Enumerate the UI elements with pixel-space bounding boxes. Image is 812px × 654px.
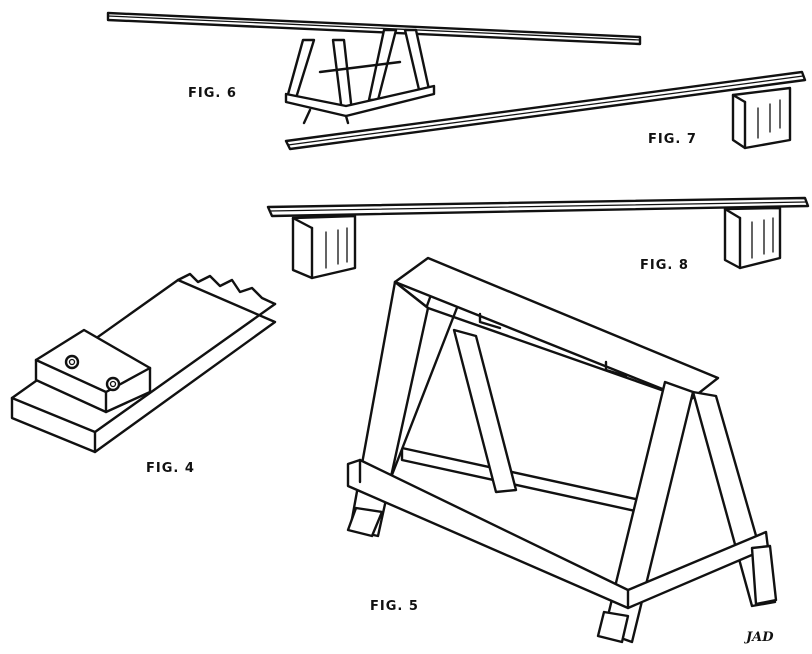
fig6-label: FIG. 6 [188, 86, 237, 101]
fig4-label: FIG. 4 [146, 461, 195, 476]
fig7-label: FIG. 7 [648, 132, 697, 147]
artist-signature: JAD [746, 630, 774, 645]
fig5-label: FIG. 5 [370, 599, 419, 614]
fig8-label: FIG. 8 [640, 258, 689, 273]
